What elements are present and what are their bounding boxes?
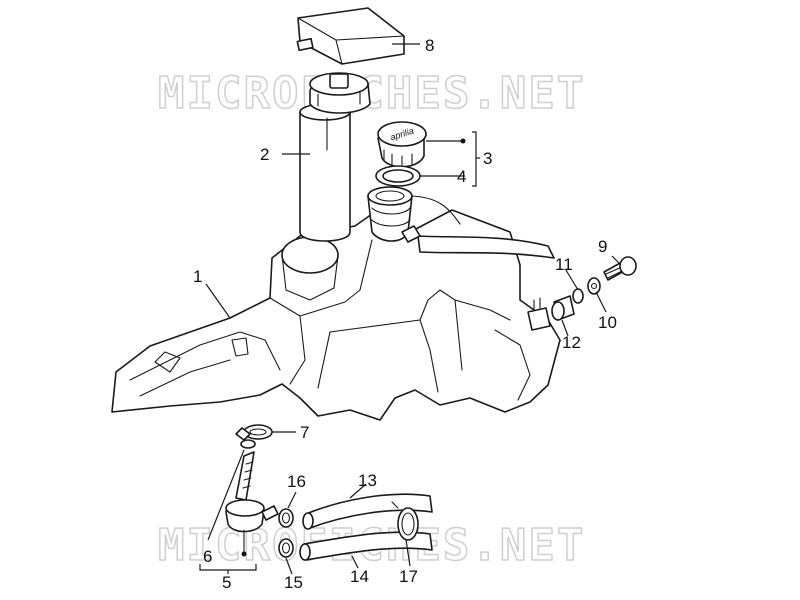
callout-12: 12 (562, 333, 581, 352)
tap-outlet-dot (241, 551, 247, 557)
watermark-top: MICROFICHES.NET (158, 68, 585, 119)
spacer (572, 288, 584, 304)
hose-clip (235, 424, 273, 441)
sender-cover (296, 7, 405, 65)
callout-17: 17 (399, 567, 418, 586)
hose-clamp-ring (391, 501, 419, 541)
callout-14: 14 (350, 567, 369, 586)
fuel-tap (225, 439, 279, 557)
callout-9: 9 (598, 237, 607, 256)
hose-clamp-upper (278, 508, 294, 528)
callout-6: 6 (203, 547, 212, 566)
fuel-tank (111, 195, 561, 421)
cap-gasket (375, 165, 421, 187)
callout-2: 2 (260, 145, 269, 164)
callout-16: 16 (287, 472, 306, 491)
fuel-hose-upper (302, 493, 433, 530)
callout-5: 5 (222, 573, 231, 592)
hose-clamp-lower (278, 538, 294, 558)
callout-1: 1 (193, 267, 202, 286)
fuel-cap: aprilia (377, 121, 427, 168)
callout-4: 4 (457, 167, 466, 186)
callout-15: 15 (284, 573, 303, 592)
leader-lines (199, 43, 621, 575)
callout-11: 11 (555, 255, 573, 274)
fuel-hose-lower (299, 531, 433, 561)
callout-10: 10 (598, 313, 617, 332)
callout-7: 7 (300, 423, 309, 442)
rubber-grommet (551, 295, 575, 321)
washer (587, 277, 601, 295)
callout-13: 13 (358, 471, 377, 490)
fuel-level-sender (299, 72, 371, 242)
callout-3: 3 (483, 149, 492, 168)
bolt (603, 256, 637, 281)
filler-neck (367, 186, 421, 243)
callout-8: 8 (425, 36, 434, 55)
